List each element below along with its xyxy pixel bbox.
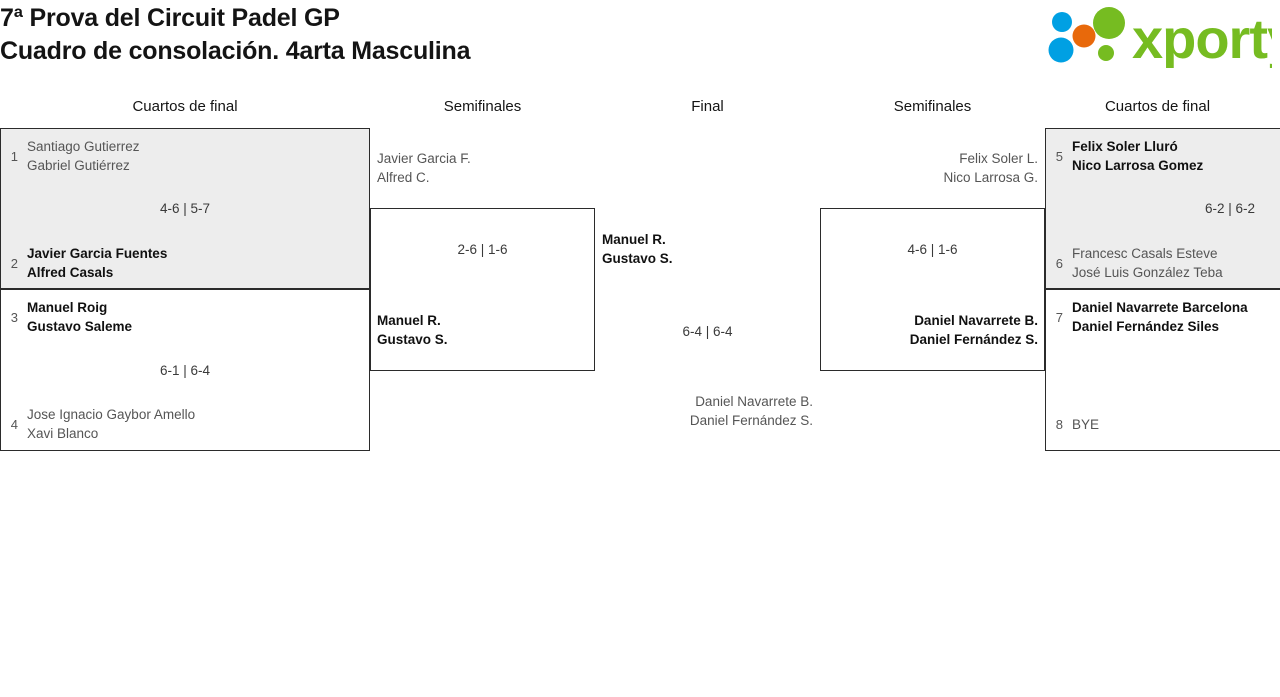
team-left-sf-top[interactable]: Javier Garcia F. Alfred C. — [377, 149, 592, 187]
player-name: Daniel Navarrete Barcelona — [1072, 300, 1248, 315]
page-title: 7ª Prova del Circuit Padel GP Cuadro de … — [0, 2, 900, 68]
team-left-qf-2-bottom[interactable]: Jose Ignacio Gaybor Amello Xavi Blanco — [27, 405, 357, 443]
page-title-line-1: 7ª Prova del Circuit Padel GP — [0, 4, 340, 32]
team-right-sf-top[interactable]: Felix Soler L. Nico Larrosa G. — [823, 149, 1038, 187]
player-name: Gustavo S. — [377, 332, 448, 347]
player-name: Xavi Blanco — [27, 426, 99, 441]
player-name: Alfred C. — [377, 170, 430, 185]
player-name: Gabriel Gutiérrez — [27, 158, 130, 173]
player-name: Jose Ignacio Gaybor Amello — [27, 407, 196, 422]
player-name: Nico Larrosa Gomez — [1072, 158, 1204, 173]
team-left-qf-2-top[interactable]: Manuel Roig Gustavo Saleme — [27, 298, 357, 336]
player-name: Daniel Fernández S. — [909, 332, 1038, 347]
player-name: Manuel R. — [602, 232, 666, 247]
seed-number: 4 — [10, 417, 18, 432]
score-right-sf: 4-6 | 1-6 — [907, 242, 958, 257]
seed-number: 3 — [10, 310, 18, 325]
column-header-final: Final — [691, 98, 724, 115]
column-header-quarterfinals-right: Cuartos de final — [1104, 98, 1211, 115]
player-name: Manuel Roig — [27, 300, 108, 315]
svg-text:xporty: xporty — [1132, 7, 1272, 68]
team-left-sf-bottom[interactable]: Manuel R. Gustavo S. — [377, 311, 592, 349]
seed-number: 6 — [1055, 256, 1063, 271]
match-box-right-qf-2[interactable] — [1045, 289, 1280, 451]
match-box-right-qf-1[interactable] — [1045, 128, 1280, 289]
seed-number: 1 — [10, 149, 18, 164]
match-box-left-qf-1[interactable] — [0, 128, 370, 289]
score-left-sf: 2-6 | 1-6 — [457, 242, 508, 257]
score-right-qf-1: 6-2 | 6-2 — [1204, 201, 1256, 216]
player-name: Manuel R. — [377, 313, 441, 328]
column-header-quarterfinals-left: Cuartos de final — [132, 98, 238, 115]
team-right-sf-bottom[interactable]: Daniel Navarrete B. Daniel Fernández S. — [823, 311, 1038, 349]
team-right-qf-2-top[interactable]: Daniel Navarrete Barcelona Daniel Fernán… — [1072, 298, 1280, 336]
player-name: Santiago Gutierrez — [27, 139, 140, 154]
column-header-semifinals-right: Semifinales — [893, 98, 972, 115]
player-name: BYE — [1072, 417, 1100, 432]
team-left-qf-1-bottom[interactable]: Javier Garcia Fuentes Alfred Casals — [27, 244, 357, 282]
column-header-semifinals-left: Semifinales — [443, 98, 522, 115]
team-left-qf-1-top[interactable]: Santiago Gutierrez Gabriel Gutiérrez — [27, 137, 357, 175]
seed-number: 8 — [1055, 417, 1063, 432]
score-left-qf-2: 6-1 | 6-4 — [159, 363, 211, 378]
player-name: Gustavo S. — [602, 251, 673, 266]
match-box-left-sf[interactable] — [370, 208, 595, 371]
player-name: Nico Larrosa G. — [943, 170, 1038, 185]
player-name: Felix Soler L. — [959, 151, 1038, 166]
team-final-bottom[interactable]: Daniel Navarrete B. Daniel Fernández S. — [598, 392, 813, 430]
team-final-top[interactable]: Manuel R. Gustavo S. — [602, 230, 817, 268]
player-name: Gustavo Saleme — [27, 319, 133, 334]
xporty-logo-icon: xporty — [1048, 7, 1272, 68]
seed-number: 2 — [10, 256, 18, 271]
player-name: Javier Garcia Fuentes — [27, 246, 168, 261]
player-name: Felix Soler Lluró — [1072, 139, 1178, 154]
player-name: Javier Garcia F. — [377, 151, 471, 166]
team-right-qf-1-bottom[interactable]: Francesc Casals Esteve José Luis Gonzále… — [1072, 244, 1280, 282]
match-box-left-qf-2[interactable] — [0, 289, 370, 451]
player-name: Daniel Fernández Siles — [1072, 319, 1220, 334]
xporty-logo[interactable]: xporty — [1044, 6, 1272, 68]
player-name: Francesc Casals Esteve — [1072, 246, 1218, 261]
seed-number: 7 — [1055, 310, 1063, 325]
player-name: Daniel Navarrete B. — [695, 394, 813, 409]
page-title-line-2: Cuadro de consolación. 4arta Masculina — [0, 37, 471, 65]
player-name: Alfred Casals — [27, 265, 114, 280]
player-name: Daniel Navarrete B. — [914, 313, 1038, 328]
player-name: Daniel Fernández S. — [689, 413, 813, 428]
team-right-qf-2-bottom[interactable]: BYE — [1072, 415, 1280, 434]
score-final: 6-4 | 6-4 — [682, 324, 733, 339]
match-box-right-sf[interactable] — [820, 208, 1045, 371]
player-name: José Luis González Teba — [1072, 265, 1223, 280]
score-left-qf-1: 4-6 | 5-7 — [159, 201, 211, 216]
seed-number: 5 — [1055, 149, 1063, 164]
team-right-qf-1-top[interactable]: Felix Soler Lluró Nico Larrosa Gomez — [1072, 137, 1280, 175]
